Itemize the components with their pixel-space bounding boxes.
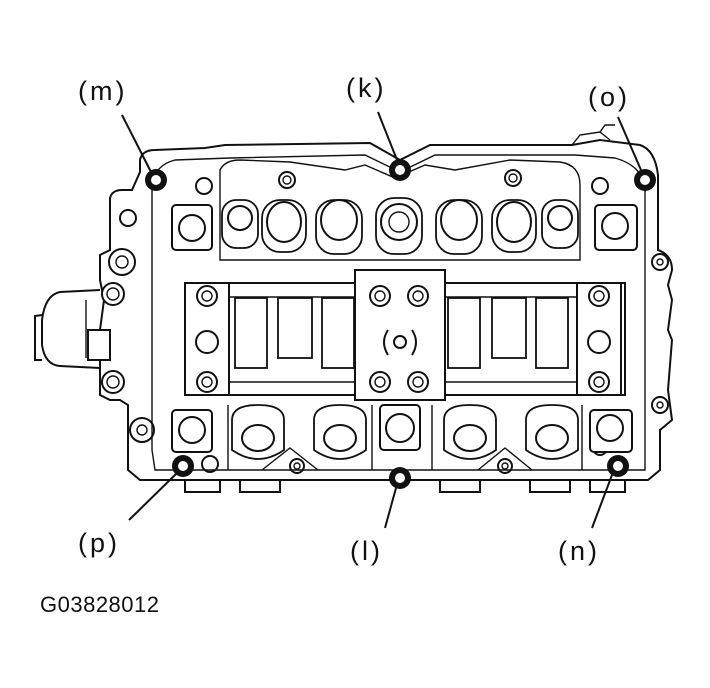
bolt-m	[145, 169, 167, 191]
highlighted-bolts	[145, 159, 656, 489]
bolt-l	[389, 467, 411, 489]
callout-k: (k)	[346, 73, 386, 103]
bolt-n	[607, 455, 629, 477]
callout-o: (o)	[588, 82, 630, 112]
upper-valve-row	[171, 159, 638, 261]
figure-id: G03828012	[40, 592, 160, 617]
leader-lines	[121, 111, 642, 529]
callout-m: (m)	[78, 76, 127, 106]
head-casting	[34, 124, 674, 493]
lower-valve-row	[171, 404, 633, 474]
callout-n: (n)	[558, 536, 600, 566]
bolt-k	[389, 159, 411, 181]
callout-p: (p)	[78, 528, 120, 558]
camshaft-assembly	[101, 269, 626, 401]
bolt-p	[172, 455, 194, 477]
bolt-o	[634, 169, 656, 191]
callout-l: (l)	[350, 536, 383, 566]
